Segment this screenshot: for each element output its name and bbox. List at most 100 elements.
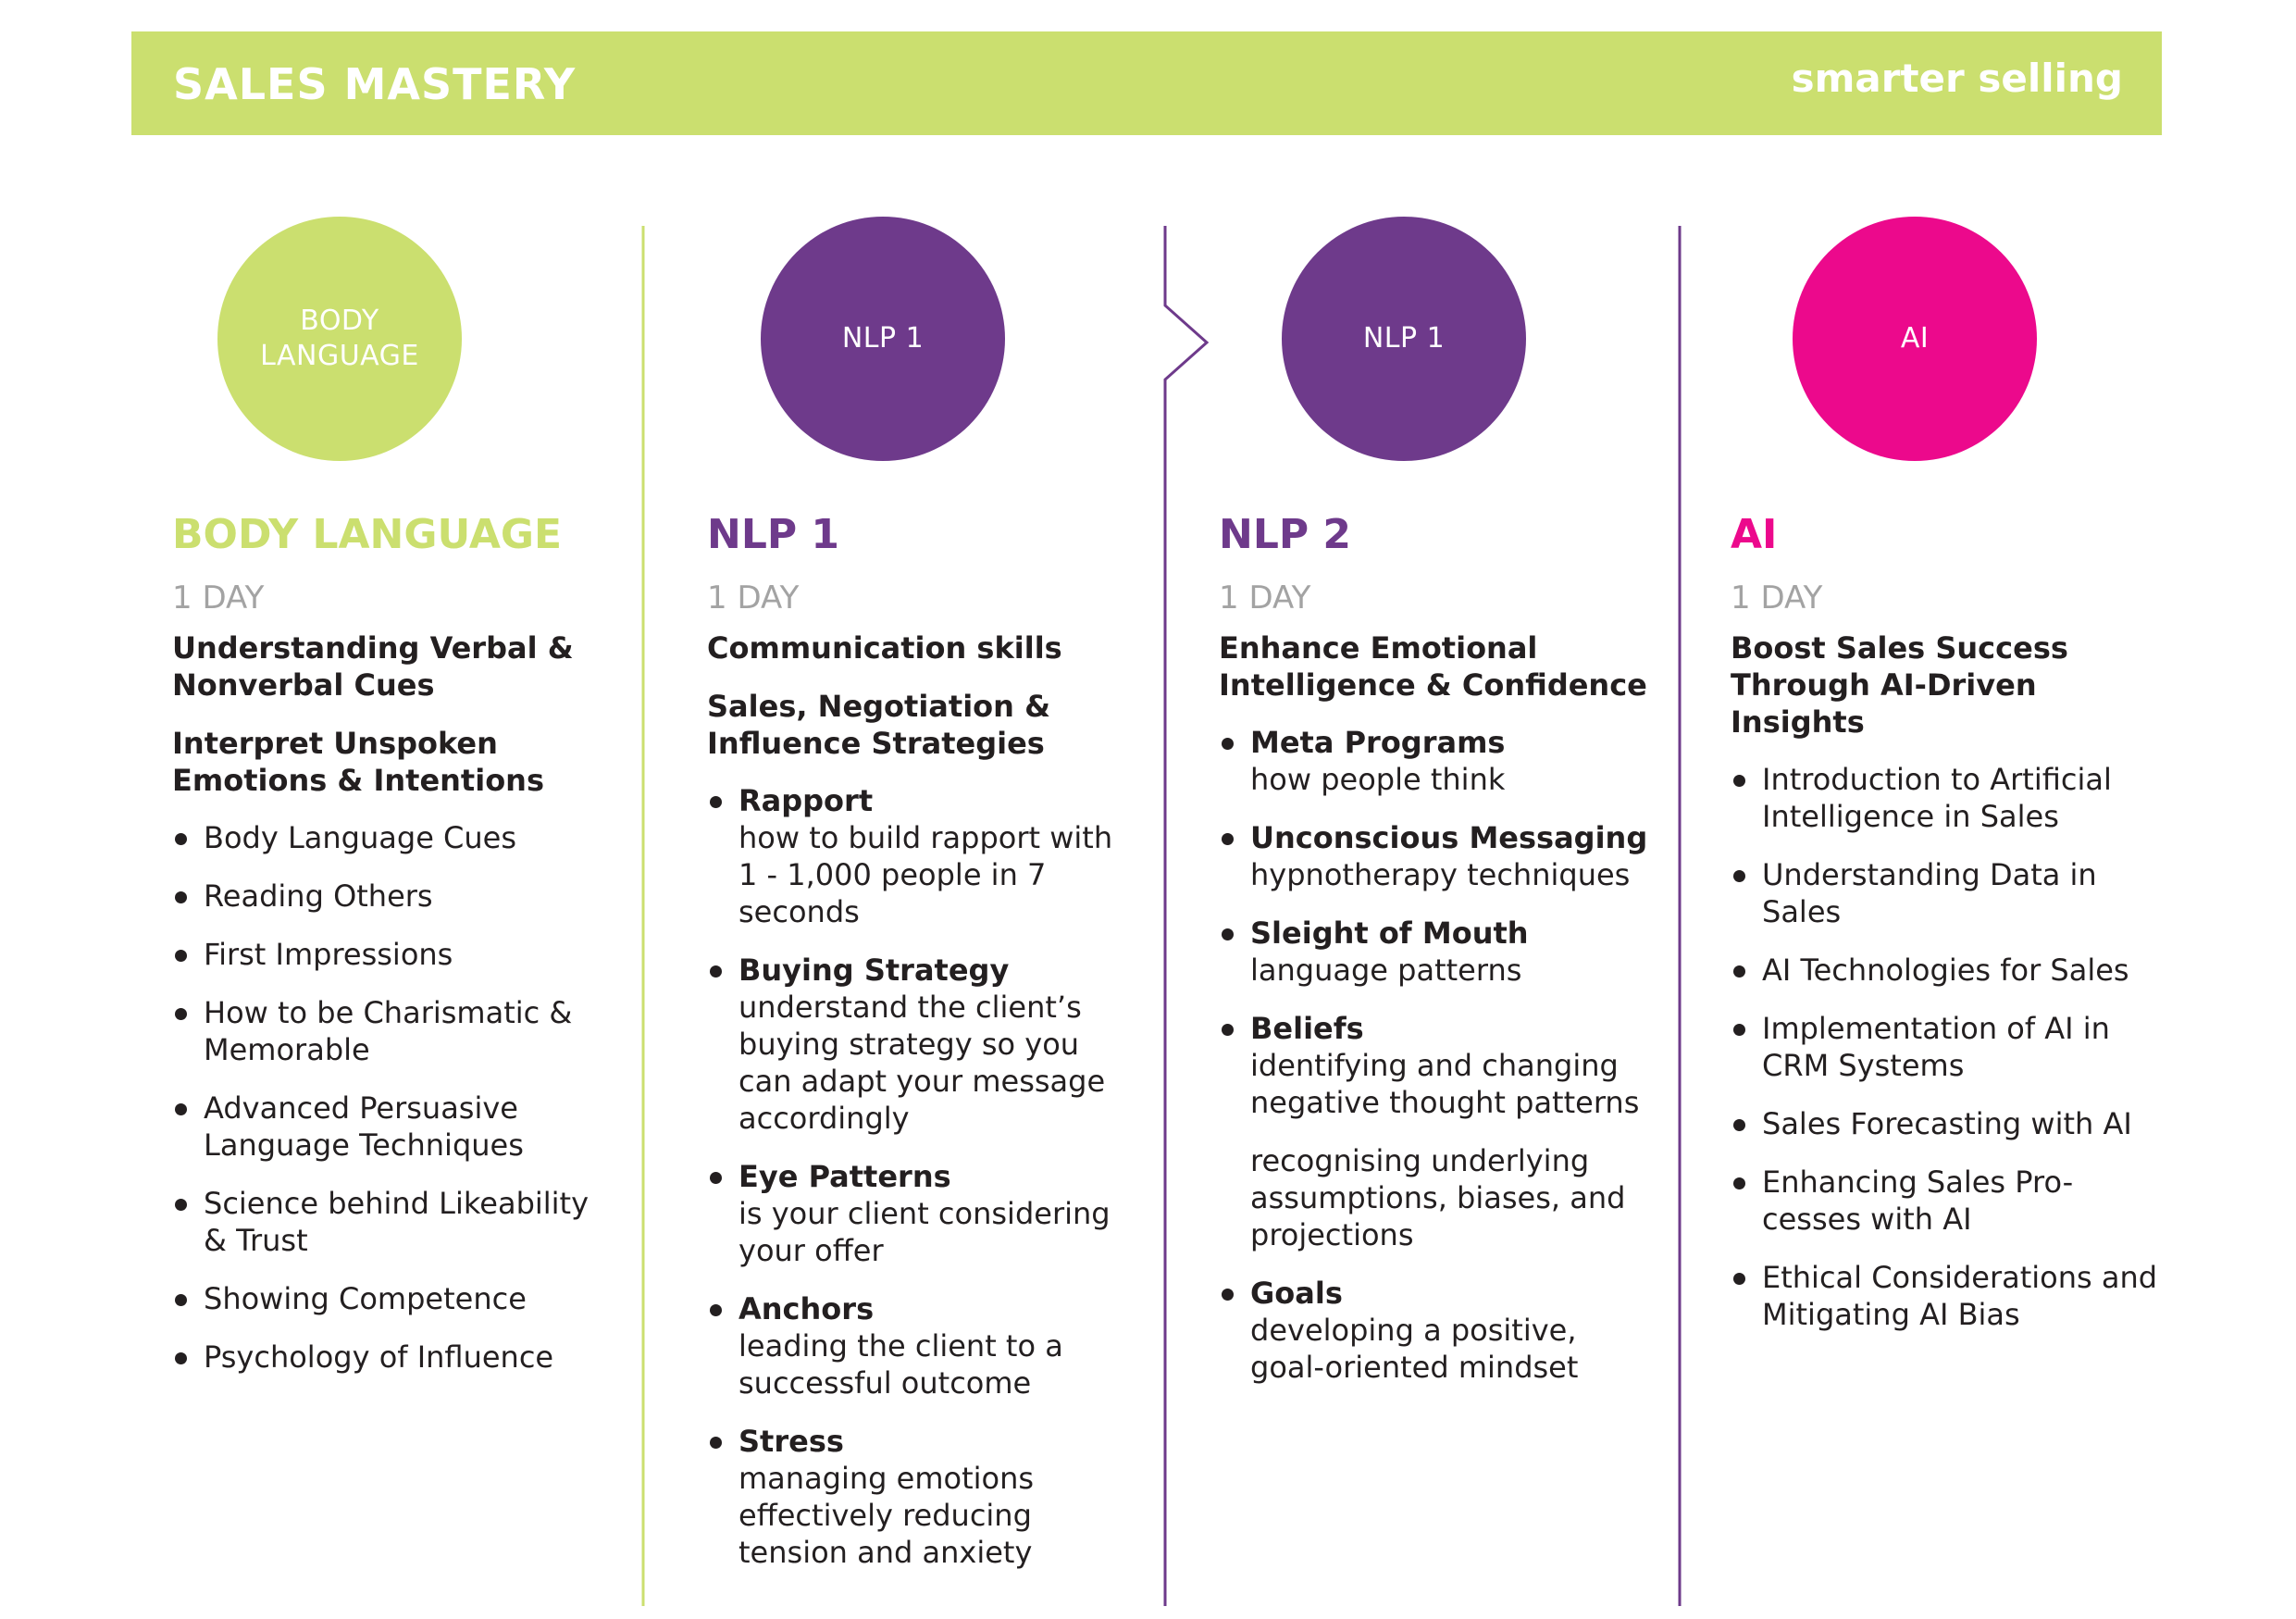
item-text: Showing Competence	[204, 1281, 527, 1316]
circle-label: BODY LANGUAGE	[260, 305, 419, 372]
column-duration: 1 DAY	[1219, 579, 1311, 616]
item-desc: developing a positive, goal-oriented min…	[1250, 1313, 1579, 1385]
item-text: First Impressions	[204, 937, 453, 972]
list-item: Sales Forecasting with AI	[1731, 1105, 2166, 1142]
item-text: Understanding Data in Sales	[1762, 857, 2097, 929]
list-item: First Impressions	[172, 936, 607, 973]
column-heading: Sales, Negotiation & Influence Strategie…	[707, 689, 1050, 761]
column-title: NLP 1	[707, 511, 840, 558]
bullet-icon	[1733, 1273, 1745, 1285]
item-title: Meta Programs	[1250, 725, 1506, 760]
item-desc: how to build rapport with 1 - 1,000 peop…	[738, 820, 1113, 929]
item-text: Introduction to Artificial Intelligence …	[1762, 762, 2112, 834]
item-title: Eye Patterns	[738, 1159, 951, 1194]
item-text: Reading Others	[204, 878, 433, 914]
column-nlp2: NLP 2 1 DAY Enhance Emotional Intelligen…	[1219, 507, 1654, 1407]
item-text: Implementation of AI in CRM Systems	[1762, 1011, 2110, 1083]
bullet-icon	[175, 833, 187, 845]
item-title: Sleight of Mouth	[1250, 915, 1529, 951]
column-duration: 1 DAY	[1731, 579, 1823, 616]
column-nlp1: NLP 1 1 DAY Communication skills Sales, …	[707, 507, 1133, 1592]
column-title: BODY LANGUAGE	[172, 511, 563, 558]
bullet-icon	[1733, 965, 1745, 978]
item-note: recognising underlying assumptions, bias…	[1250, 1143, 1626, 1252]
bullet-icon	[710, 1304, 722, 1316]
bullet-icon	[1222, 928, 1234, 940]
divider-2-chevron	[1163, 226, 1210, 1606]
bullet-icon	[1733, 1024, 1745, 1036]
bullet-icon	[1733, 870, 1745, 882]
column-title: AI	[1731, 511, 1778, 558]
item-desc: language patterns	[1250, 953, 1522, 988]
list-item: Reading Others	[172, 878, 607, 915]
bullet-icon	[175, 1103, 187, 1115]
list-item: Advanced Persuasive Language Techniques	[172, 1090, 607, 1164]
bullet-icon	[1222, 833, 1234, 845]
tagline: smarter selling	[1791, 56, 2123, 101]
item-desc: understand the client’s buying strategy …	[738, 990, 1106, 1136]
column-title: NLP 2	[1219, 511, 1352, 558]
item-text: Enhancing Sales Pro-cesses with AI	[1762, 1164, 2074, 1237]
list-item: Enhancing Sales Pro-cesses with AI	[1731, 1164, 2166, 1238]
item-desc: managing emotions effectively reducing t…	[738, 1461, 1035, 1570]
bullet-icon	[1733, 1177, 1745, 1189]
item-desc: hypnotherapy techniques	[1250, 857, 1631, 892]
list-item: Implementation of AI in CRM Systems	[1731, 1010, 2166, 1084]
circle-label: NLP 1	[841, 322, 925, 355]
bullet-icon	[1222, 738, 1234, 750]
item-text: Advanced Persuasive Language Techniques	[204, 1090, 524, 1163]
item-title: Unconscious Messaging	[1250, 820, 1648, 855]
item-title: Rapport	[738, 783, 874, 818]
bullet-icon	[175, 1294, 187, 1306]
column-heading: Boost Sales Success Through AI-Driven In…	[1731, 630, 2068, 740]
bullet-icon	[1733, 1119, 1745, 1131]
item-text: AI Technologies for Sales	[1762, 953, 2129, 988]
item-title: Beliefs	[1250, 1011, 1364, 1046]
circle-label: AI	[1900, 322, 1930, 355]
bullet-icon	[1733, 775, 1745, 787]
item-list: Body Language Cues Reading Others First …	[172, 819, 607, 1376]
item-desc: leading the client to a successful outco…	[738, 1328, 1063, 1401]
bullet-icon	[175, 1199, 187, 1211]
list-item: Psychology of Influence	[172, 1339, 607, 1376]
item-title: Anchors	[738, 1291, 875, 1326]
item-text: Body Language Cues	[204, 820, 517, 855]
bullet-icon	[1222, 1289, 1234, 1301]
bullet-icon	[710, 965, 722, 978]
item-text: Science behind Likeability & Trust	[204, 1186, 590, 1258]
item-text: Ethical Considerations and Mitigating AI…	[1762, 1260, 2158, 1332]
bullet-icon	[175, 950, 187, 962]
item-desc: how people think	[1250, 762, 1506, 797]
bullet-icon	[175, 891, 187, 903]
list-item: Introduction to Artificial Intelligence …	[1731, 761, 2166, 835]
bullet-icon	[710, 796, 722, 808]
item-title: Stress	[738, 1424, 844, 1459]
list-item: How to be Charismatic & Memorable	[172, 994, 607, 1068]
item-list: Introduction to Artificial Intelligence …	[1731, 761, 2166, 1333]
item-text: How to be Charismatic & Memorable	[204, 995, 573, 1067]
column-duration: 1 DAY	[707, 579, 800, 616]
column-body-language: BODY LANGUAGE 1 DAY Understanding Verbal…	[172, 507, 607, 1397]
list-item: Body Language Cues	[172, 819, 607, 856]
list-item: Understanding Data in Sales	[1731, 856, 2166, 930]
bullet-icon	[175, 1352, 187, 1364]
circle-nlp1: NLP 1	[761, 217, 1005, 461]
circle-ai: AI	[1793, 217, 2037, 461]
column-heading: Enhance Emotional Intelligence & Confide…	[1219, 630, 1647, 703]
bullet-icon	[710, 1437, 722, 1449]
item-desc: identifying and changing negative though…	[1250, 1048, 1640, 1120]
list-item: Science behind Likeability & Trust	[172, 1185, 607, 1259]
column-duration: 1 DAY	[172, 579, 265, 616]
item-title: Goals	[1250, 1276, 1343, 1311]
header-banner: SALES MASTERY smarter selling	[131, 31, 2162, 135]
column-heading: Communication skills	[707, 630, 1062, 666]
circle-body-language: BODY LANGUAGE	[217, 217, 462, 461]
